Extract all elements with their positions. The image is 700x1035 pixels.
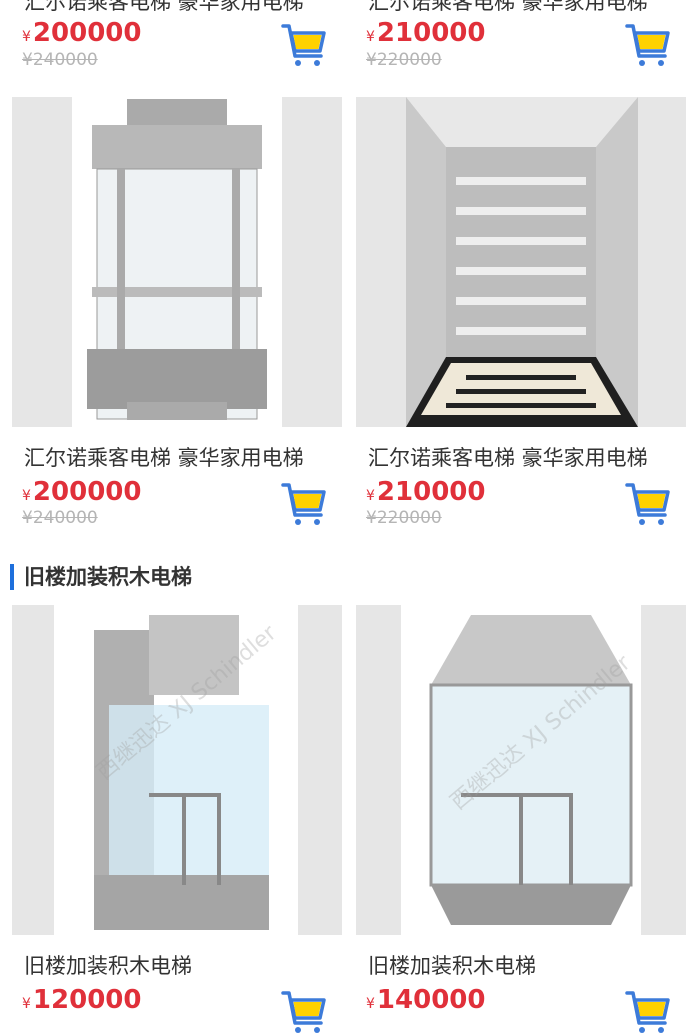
product-image[interactable]: 西继迅达 XJ Schindler <box>356 605 686 935</box>
product-price: ¥210000 <box>366 18 486 48</box>
product-price: ¥200000 <box>22 18 142 48</box>
product-title: 旧楼加装积木电梯 <box>24 954 192 978</box>
cart-icon[interactable] <box>280 989 328 1035</box>
cart-icon[interactable] <box>280 481 328 527</box>
original-price: ¥220000 <box>366 50 442 70</box>
product-card[interactable]: 西继迅达 XJ Schindler 旧楼加装积木电梯 ¥140000 <box>356 605 686 1005</box>
product-title: 汇尔诺乘客电梯 豪华家用电梯 <box>24 0 304 14</box>
original-price: ¥240000 <box>22 508 98 528</box>
product-price: ¥200000 <box>22 477 142 507</box>
product-price: ¥210000 <box>366 477 486 507</box>
section-title: 旧楼加装积木电梯 <box>10 564 192 590</box>
cart-icon[interactable] <box>280 22 328 68</box>
glass-elevator-image <box>429 615 633 925</box>
product-image[interactable] <box>356 97 686 427</box>
cart-icon[interactable] <box>624 481 672 527</box>
product-title: 汇尔诺乘客电梯 豪华家用电梯 <box>24 446 304 470</box>
elevator-interior-image <box>406 97 638 427</box>
retrofit-elevator-image <box>94 615 269 930</box>
product-card[interactable]: 西继迅达 XJ Schindler 旧楼加装积木电梯 ¥120000 <box>12 605 342 1005</box>
glass-elevator-image <box>87 99 267 420</box>
product-title: 汇尔诺乘客电梯 豪华家用电梯 <box>368 0 648 14</box>
product-card[interactable]: 汇尔诺乘客电梯 豪华家用电梯 ¥210000 ¥220000 <box>356 97 686 537</box>
original-price: ¥240000 <box>22 50 98 70</box>
original-price: ¥220000 <box>366 508 442 528</box>
cart-icon[interactable] <box>624 989 672 1035</box>
product-title: 汇尔诺乘客电梯 豪华家用电梯 <box>368 446 648 470</box>
product-image[interactable]: 西继迅达 XJ Schindler <box>12 605 342 935</box>
product-price: ¥120000 <box>22 985 142 1015</box>
product-price: ¥140000 <box>366 985 486 1015</box>
product-image[interactable] <box>12 97 342 427</box>
product-title: 旧楼加装积木电梯 <box>368 954 536 978</box>
cart-icon[interactable] <box>624 22 672 68</box>
product-card[interactable]: 汇尔诺乘客电梯 豪华家用电梯 ¥200000 ¥240000 <box>12 97 342 537</box>
